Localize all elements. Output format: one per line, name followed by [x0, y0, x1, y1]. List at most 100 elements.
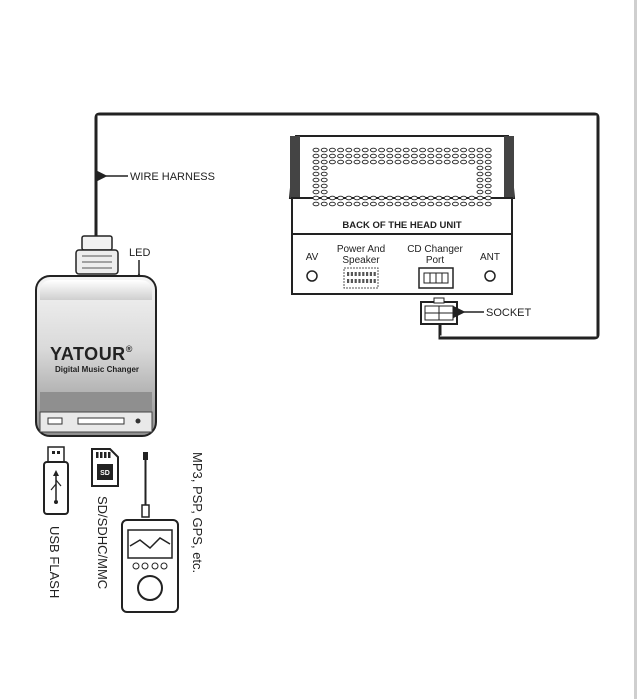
port-pin	[350, 279, 353, 283]
vent-hole	[484, 195, 492, 201]
vent-hole	[337, 195, 345, 201]
yatour-device: YATOUR® Digital Music Changer	[35, 275, 157, 437]
brand-logo: YATOUR®	[50, 344, 133, 364]
port-pin	[354, 272, 357, 276]
vent-hole	[386, 201, 394, 207]
vent-hole	[419, 201, 427, 207]
vent-hole	[394, 201, 402, 207]
port-pin	[369, 272, 372, 276]
vent-hole	[460, 201, 468, 207]
vent-hole	[476, 171, 484, 177]
vent-hole	[410, 195, 418, 201]
vent-hole	[337, 201, 345, 207]
vent-hole	[378, 195, 386, 201]
vent-hole	[427, 195, 435, 201]
vent-hole	[484, 171, 492, 177]
vent-hole	[312, 195, 320, 201]
vent-hole	[476, 177, 484, 183]
vent-hole	[484, 177, 492, 183]
product-subtitle: Digital Music Changer	[55, 365, 139, 374]
vent-hole	[484, 165, 492, 171]
vent-hole	[427, 201, 435, 207]
vent-hole	[484, 189, 492, 195]
port-pin	[347, 279, 350, 283]
vent-hole	[312, 177, 320, 183]
vent-hole	[312, 165, 320, 171]
vent-hole	[443, 153, 451, 159]
vent-hole	[312, 183, 320, 189]
vent-hole	[361, 195, 369, 201]
vent-hole	[394, 153, 402, 159]
vent-hole	[328, 153, 336, 159]
vent-holes	[312, 147, 492, 207]
frame-edge	[634, 0, 637, 699]
vent-hole	[328, 147, 336, 153]
port-pin	[369, 279, 372, 283]
vent-hole	[394, 147, 402, 153]
vent-hole	[427, 147, 435, 153]
cable	[94, 112, 600, 340]
vent-hole	[386, 153, 394, 159]
vent-hole	[312, 147, 320, 153]
vent-hole	[476, 147, 484, 153]
vent-hole	[468, 153, 476, 159]
vent-hole	[386, 147, 394, 153]
vent-hole	[353, 147, 361, 153]
vent-hole	[353, 153, 361, 159]
vent-hole	[378, 147, 386, 153]
vent-hole	[312, 189, 320, 195]
vent-hole	[361, 153, 369, 159]
vent-hole	[402, 201, 410, 207]
vent-hole	[410, 147, 418, 153]
vent-hole	[361, 159, 369, 165]
vent-hole	[476, 183, 484, 189]
vent-hole	[312, 153, 320, 159]
vent-hole	[468, 147, 476, 153]
power-speaker-port	[343, 267, 379, 289]
vent-hole	[378, 159, 386, 165]
vent-hole	[468, 195, 476, 201]
usb-flash-label: USB FLASH	[47, 526, 62, 598]
vent-hole	[337, 147, 345, 153]
vent-hole	[460, 147, 468, 153]
vent-hole	[460, 159, 468, 165]
vent-hole	[320, 153, 328, 159]
port-pin	[373, 272, 376, 276]
vent-hole	[410, 201, 418, 207]
vent-hole	[369, 195, 377, 201]
vent-hole	[312, 171, 320, 177]
vent-hole	[460, 153, 468, 159]
led-callout: LED	[129, 247, 150, 285]
vent-hole	[484, 201, 492, 207]
vent-hole	[394, 195, 402, 201]
vent-hole	[386, 195, 394, 201]
power-speaker-label-1: Power And	[337, 244, 385, 255]
usb-stick-icon	[43, 446, 69, 515]
wire-harness-callout: WIRE HARNESS	[95, 170, 215, 183]
vent-hole	[320, 165, 328, 171]
port-pin	[347, 272, 350, 276]
av-label: AV	[306, 252, 319, 263]
ant-label: ANT	[480, 252, 500, 263]
vent-hole	[312, 201, 320, 207]
port-pin	[366, 272, 369, 276]
vent-hole	[435, 201, 443, 207]
vent-hole	[484, 147, 492, 153]
port-pin	[358, 272, 361, 276]
vent-hole	[419, 153, 427, 159]
socket-callout: SOCKET	[453, 306, 532, 319]
vent-hole	[435, 195, 443, 201]
vent-hole	[345, 201, 353, 207]
port-pin	[350, 272, 353, 276]
vent-hole	[369, 159, 377, 165]
vent-hole	[328, 201, 336, 207]
vent-hole	[378, 153, 386, 159]
vent-hole	[353, 201, 361, 207]
vent-hole	[345, 153, 353, 159]
vent-hole	[419, 195, 427, 201]
port-pin	[373, 279, 376, 283]
socket-connector	[420, 297, 458, 325]
vent-hole	[361, 147, 369, 153]
vent-hole	[476, 189, 484, 195]
